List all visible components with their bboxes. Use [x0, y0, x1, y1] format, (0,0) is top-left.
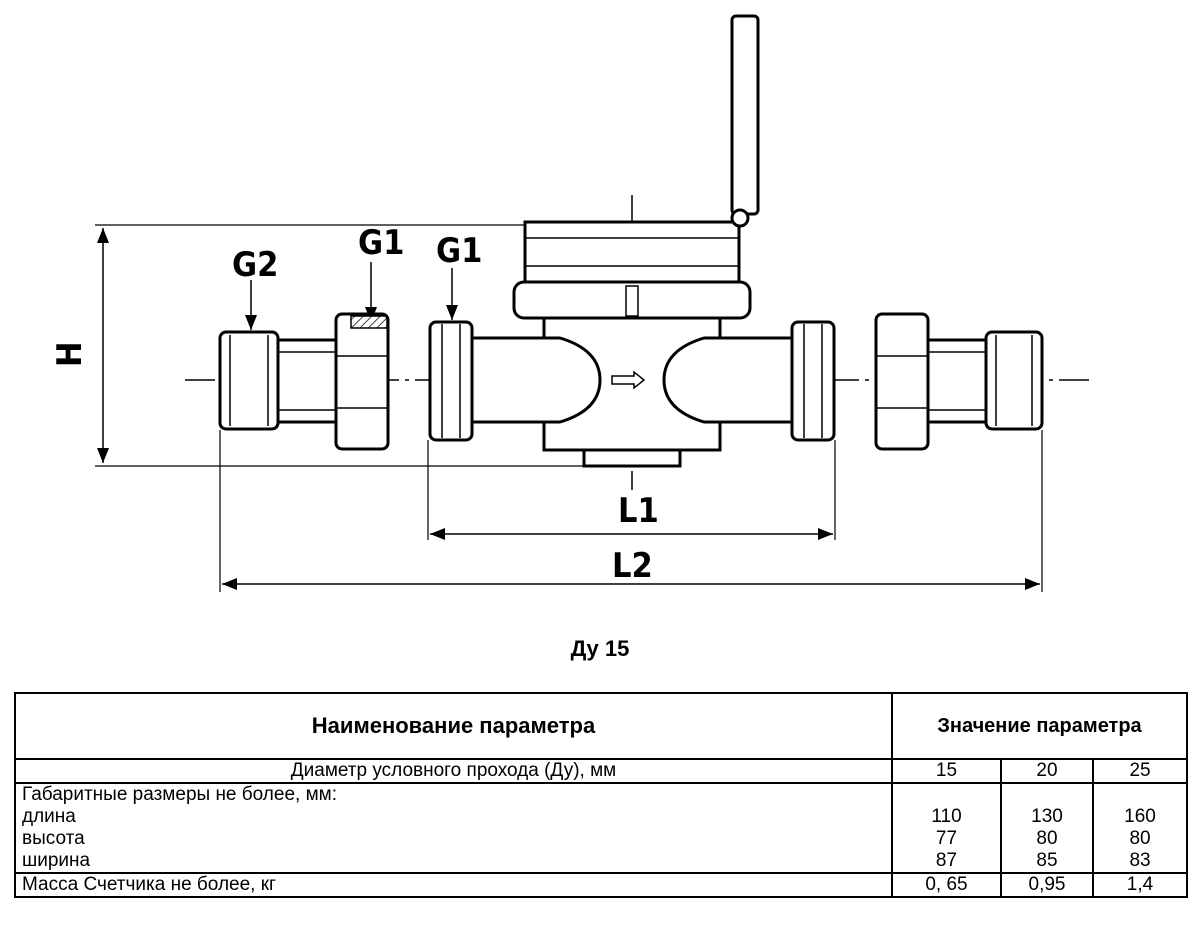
- table-cell: 20: [1000, 758, 1094, 784]
- meter-outlet-pipe: [662, 336, 794, 424]
- thread-g1-label-left: G1: [358, 223, 404, 263]
- spec-table: Наименование параметра Значение параметр…: [14, 692, 1189, 898]
- table-cell: 160 80 83: [1091, 782, 1189, 874]
- table-cell: 15: [891, 758, 1002, 784]
- table-row: Диаметр условного прохода (Ду), мм 15 20…: [14, 758, 1189, 784]
- table-cell: 25: [1091, 758, 1189, 784]
- row-nominal-diameter-label: Диаметр условного прохода (Ду), мм: [14, 758, 893, 784]
- value: 130: [1031, 806, 1063, 827]
- value: 77: [935, 828, 958, 849]
- value: 87: [935, 850, 958, 871]
- thread-g1-label-right: G1: [436, 231, 482, 271]
- value: 160: [1124, 806, 1156, 827]
- table-cell: 0,95: [1000, 872, 1094, 898]
- header-parameter-value: Значение параметра: [890, 692, 1189, 760]
- meter-lid: [730, 14, 760, 216]
- table-row: Масса Счетчика не более, кг 0, 65 0,95 1…: [14, 872, 1189, 898]
- value: 85: [1036, 850, 1058, 871]
- dimension-h-label: H: [50, 341, 90, 367]
- dimensions-title: Габаритные размеры не более, мм:: [22, 784, 337, 805]
- left-fitting-nozzle: [218, 330, 280, 431]
- water-meter-drawing: H L1 L2 G2 G1 G1: [50, 14, 1095, 592]
- dimension-height-label: высота: [22, 828, 85, 849]
- meter-base: [582, 448, 682, 468]
- drawing-caption: Ду 15: [570, 636, 630, 661]
- table-cell: 0, 65: [891, 872, 1002, 898]
- value: 83: [1129, 850, 1151, 871]
- table-header-row: Наименование параметра Значение параметр…: [14, 692, 1189, 760]
- flow-direction-arrow: [611, 370, 646, 390]
- value: 80: [1036, 828, 1058, 849]
- meter-inlet-pipe: [470, 336, 602, 424]
- row-dimensions-label: Габаритные размеры не более, мм: длина в…: [14, 782, 893, 874]
- value: 80: [1129, 828, 1151, 849]
- meter-thread-right: [790, 320, 836, 442]
- value: 110: [931, 806, 962, 827]
- dimension-width-label: ширина: [22, 850, 91, 871]
- left-union-nut: [334, 312, 390, 451]
- thread-g2-label: G2: [232, 245, 278, 285]
- row-mass-label: Масса Счетчика не более, кг: [14, 872, 893, 898]
- header-parameter-name: Наименование параметра: [14, 692, 893, 760]
- meter-thread-left: [428, 320, 474, 442]
- dimension-length-label: длина: [22, 806, 76, 827]
- dimension-l2-label: L2: [612, 546, 653, 586]
- table-cell: 1,4: [1091, 872, 1189, 898]
- dimension-l1-label: L1: [618, 491, 659, 531]
- table-row: Габаритные размеры не более, мм: длина в…: [14, 782, 1189, 874]
- meter-head: [523, 220, 741, 284]
- table-cell: 110 77 87: [891, 782, 1002, 874]
- right-union-nut: [874, 312, 930, 451]
- right-fitting-nozzle: [984, 330, 1044, 431]
- table-cell: 130 80 85: [1000, 782, 1094, 874]
